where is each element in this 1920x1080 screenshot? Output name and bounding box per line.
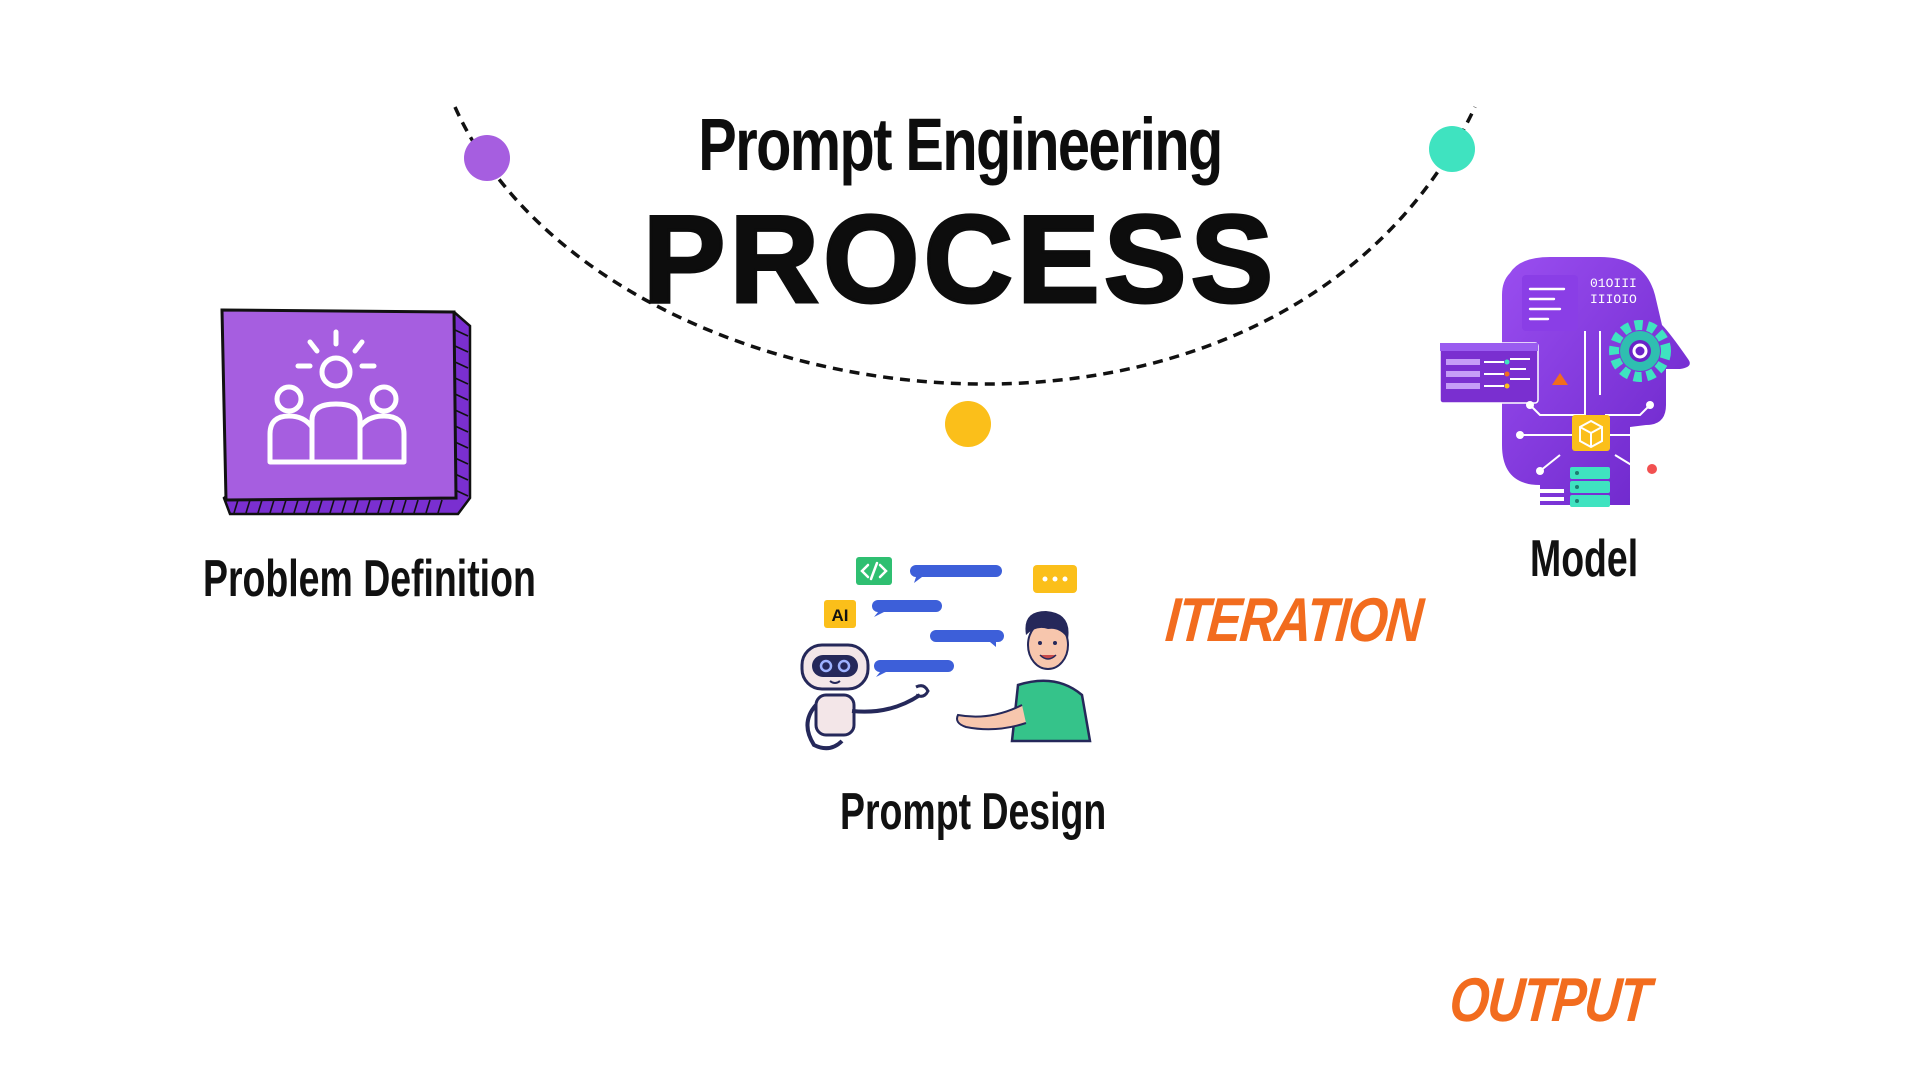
title-process: PROCESS [641, 191, 1278, 329]
iteration-annotation: ITERATION [1163, 586, 1425, 655]
gear-icon [1609, 320, 1671, 382]
cube-icon [1572, 415, 1610, 451]
arc-dot-yellow [945, 401, 991, 447]
ai-head-circuit-illustration: 01OIII IIIOIO [1440, 257, 1699, 507]
title-prompt-engineering: Prompt Engineering [698, 103, 1223, 186]
ai-badge-text: AI [832, 606, 849, 625]
human-figure [956, 611, 1092, 743]
step-label-model: Model [1530, 530, 1639, 588]
team-idea-icon [220, 308, 472, 516]
arc-dot-teal [1429, 126, 1475, 172]
ai-badge: AI [824, 600, 856, 628]
step-label-problem-definition: Problem Definition [203, 550, 536, 608]
svg-text:IIIOIO: IIIOIO [1590, 292, 1637, 307]
typing-bubble-icon [1033, 565, 1077, 593]
code-badge-icon [856, 557, 892, 585]
binary-glyphs: 01OIII [1590, 276, 1637, 291]
step-label-prompt-design: Prompt Design [840, 783, 1107, 841]
dashed-arc-path [453, 106, 1477, 386]
robot-human-chat-illustration: AI [800, 557, 1092, 751]
arc-dot-purple [464, 135, 510, 181]
robot-figure [800, 643, 930, 751]
screen-panel-icon [1440, 342, 1539, 404]
output-annotation: OUTPUT [1447, 966, 1653, 1035]
server-icon [1570, 467, 1610, 507]
